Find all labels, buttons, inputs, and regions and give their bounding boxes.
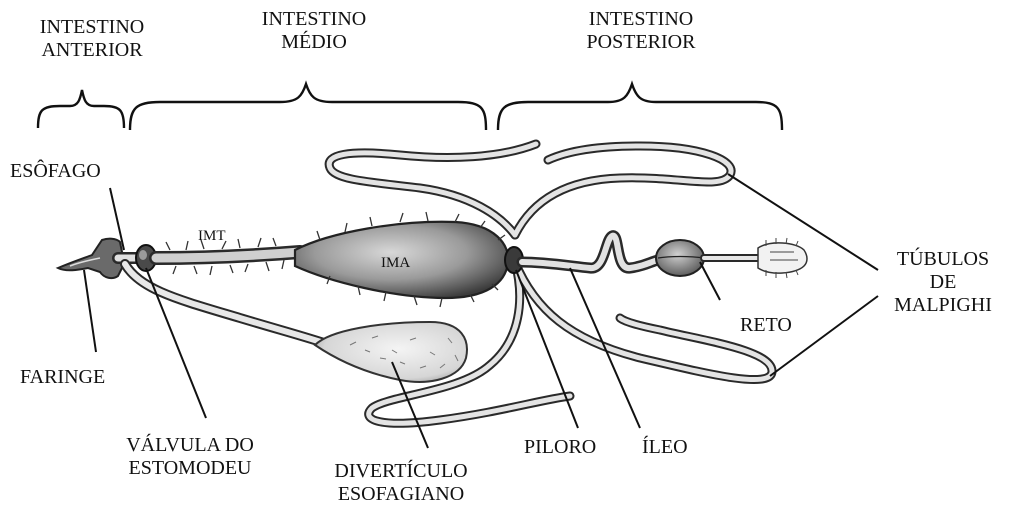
label-imt: IMT bbox=[198, 228, 226, 245]
brace-posterior bbox=[498, 84, 782, 130]
brace-medio bbox=[130, 84, 486, 130]
label-tubulos-line2: DE bbox=[878, 271, 1008, 294]
label-ima: IMA bbox=[381, 255, 410, 272]
label-esofago: ESÔFAGO bbox=[10, 160, 101, 183]
region-anterior-line1: INTESTINO bbox=[22, 16, 162, 39]
leader-valvula bbox=[146, 268, 206, 418]
label-ileo: ÍLEO bbox=[642, 436, 688, 459]
region-medio-line1: INTESTINO bbox=[244, 8, 384, 31]
crop-duct bbox=[125, 264, 330, 345]
label-valvula: VÁLVULA DO ESTOMODEU bbox=[110, 434, 270, 480]
leader-reto bbox=[700, 262, 720, 300]
esophageal-diverticulum bbox=[315, 322, 467, 382]
label-valvula-line2: ESTOMODEU bbox=[110, 457, 270, 480]
anus bbox=[758, 243, 807, 273]
region-label-anterior: INTESTINO ANTERIOR bbox=[22, 16, 162, 62]
label-faringe: FARINGE bbox=[20, 366, 105, 389]
region-label-posterior: INTESTINO POSTERIOR bbox=[566, 8, 716, 54]
brace-anterior bbox=[38, 90, 124, 128]
region-posterior-line2: POSTERIOR bbox=[566, 31, 716, 54]
region-posterior-line1: INTESTINO bbox=[566, 8, 716, 31]
leader-ileo bbox=[570, 268, 640, 428]
region-label-medio: INTESTINO MÉDIO bbox=[244, 8, 384, 54]
label-tubulos-line3: MALPIGHI bbox=[878, 294, 1008, 317]
region-anterior-line2: ANTERIOR bbox=[22, 39, 162, 62]
rectum bbox=[656, 240, 704, 276]
label-valvula-line1: VÁLVULA DO bbox=[110, 434, 270, 457]
label-tubulos-line1: TÚBULOS bbox=[878, 248, 1008, 271]
label-reto: RETO bbox=[740, 314, 792, 337]
thin-midgut bbox=[156, 252, 300, 258]
ileum bbox=[522, 236, 658, 268]
region-medio-line2: MÉDIO bbox=[244, 31, 384, 54]
label-tubulos: TÚBULOS DE MALPIGHI bbox=[878, 248, 1008, 317]
leader-faringe bbox=[84, 270, 96, 352]
label-diverticulo-line1: DIVERTÍCULO bbox=[326, 460, 476, 483]
label-diverticulo: DIVERTÍCULO ESOFAGIANO bbox=[326, 460, 476, 506]
label-piloro: PILORO bbox=[524, 436, 596, 459]
label-diverticulo-line2: ESOFAGIANO bbox=[326, 483, 476, 506]
